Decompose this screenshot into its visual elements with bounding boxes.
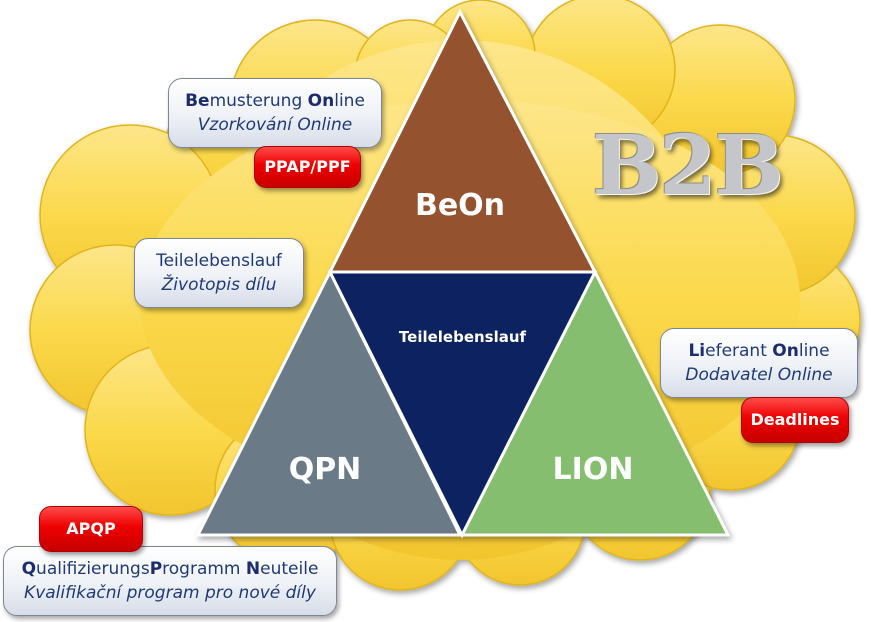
- teilelebenslauf-card-line1: Teilelebenslauf: [156, 251, 282, 271]
- lion-label: LION: [552, 452, 634, 487]
- center-label: Teilelebenslauf: [398, 328, 527, 346]
- lion-card-line1: Lieferant Online: [688, 341, 830, 361]
- beon-card-line2: Vzorkování Online: [197, 115, 353, 135]
- lion-card-line2: Dodavatel Online: [685, 365, 833, 385]
- b2b-title: B2B: [592, 118, 784, 214]
- qpn-card-line2: Kvalifikační program pro nové díly: [24, 583, 316, 603]
- teilelebenslauf-info-card[interactable]: Teilelebenslauf Životopis dílu: [134, 238, 304, 308]
- qpn-info-card[interactable]: QualifizierungsProgramm Neuteile Kvalifi…: [3, 546, 337, 616]
- teilelebenslauf-card-line2: Životopis dílu: [161, 275, 277, 295]
- deadlines-badge[interactable]: Deadlines: [741, 397, 849, 443]
- apqp-badge[interactable]: APQP: [39, 506, 143, 552]
- lion-info-card[interactable]: Lieferant Online Dodavatel Online: [660, 328, 858, 398]
- center-triangle[interactable]: [327, 270, 598, 539]
- beon-card-line1: Bemusterung Online: [185, 91, 365, 111]
- qpn-card-line1: QualifizierungsProgramm Neuteile: [21, 559, 319, 579]
- beon-info-card[interactable]: Bemusterung Online Vzorkování Online: [168, 78, 382, 148]
- qpn-label: QPN: [288, 452, 362, 487]
- ppap-ppf-badge[interactable]: PPAP/PPF: [254, 146, 361, 188]
- beon-label: BeOn: [414, 188, 506, 223]
